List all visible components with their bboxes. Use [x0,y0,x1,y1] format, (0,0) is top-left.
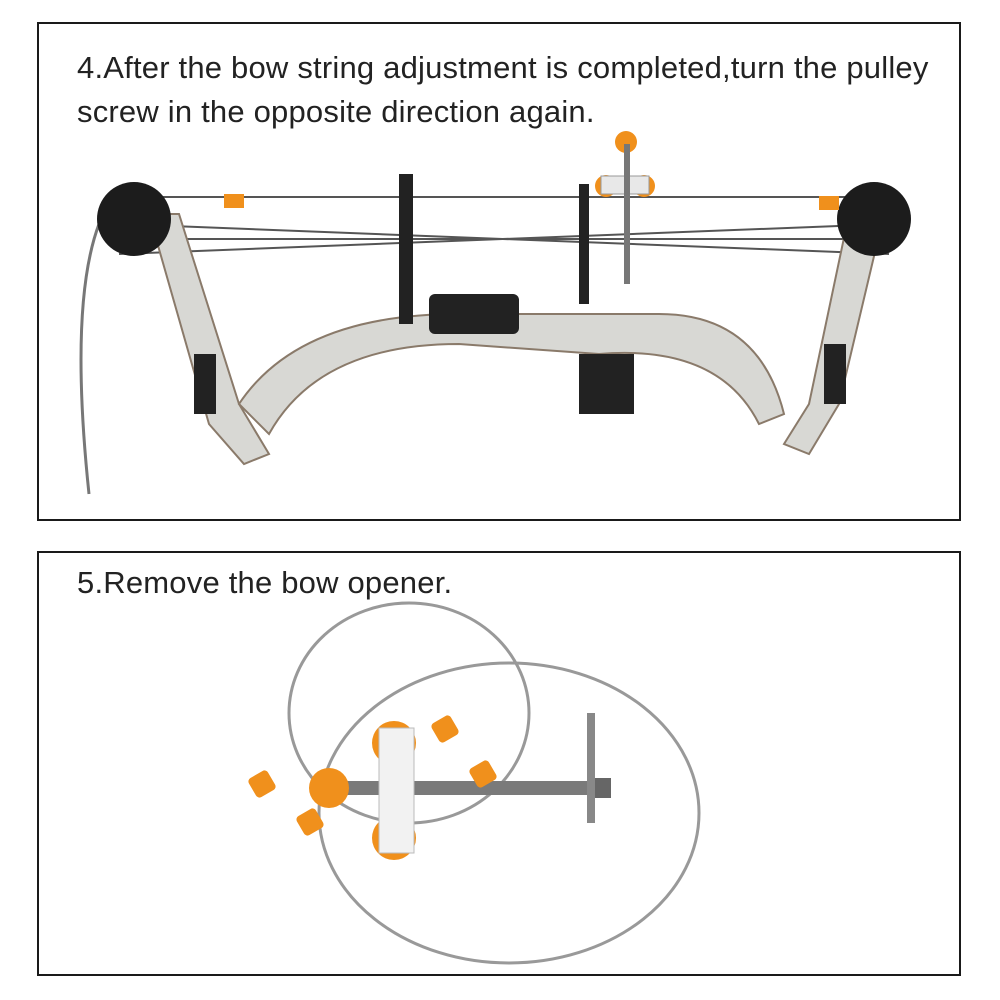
step-5-panel: 5.Remove the bow opener. [37,551,961,976]
left-cam-icon [97,182,171,256]
bow-opener-illustration [248,601,701,965]
step-4-caption: 4.After the bow string adjustment is com… [77,50,929,129]
step-5-caption: 5.Remove the bow opener. [77,565,453,600]
threaded-rod [334,781,604,795]
compound-bow-illustration [79,131,911,495]
right-cam-icon [837,182,911,256]
step-4-panel: 4.After the bow string adjustment is com… [37,22,961,521]
